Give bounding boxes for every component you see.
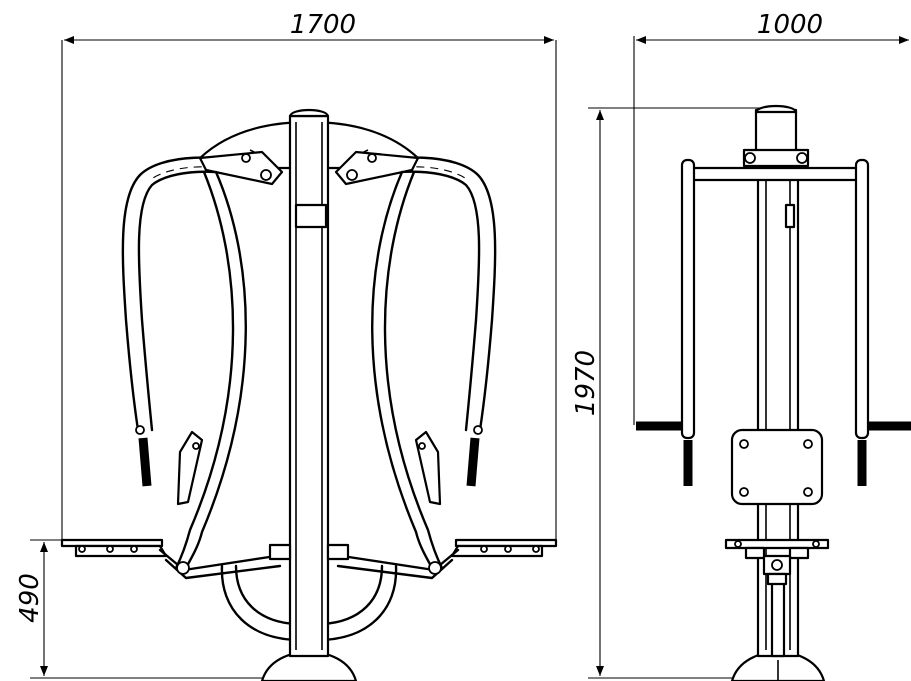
side-left-handle-bar: [680, 158, 696, 440]
right-lever-outer: [383, 170, 444, 570]
height-dimension-1970: 1970: [571, 107, 760, 679]
depth-dimension-1000: 1000: [633, 10, 909, 425]
depth-dimension-label: 1000: [757, 10, 823, 40]
side-right-handle-bar: [854, 158, 870, 440]
right-lever-inner: [371, 170, 434, 570]
post-label-plate: [294, 203, 328, 229]
side-pivot-block: [742, 148, 810, 168]
left-seat-pivot: [176, 561, 190, 575]
right-footrest-guide: [414, 430, 442, 506]
support-arc-right-inner: [320, 564, 384, 626]
width-dimension-1700: 1700: [61, 10, 557, 540]
side-seat-plate: [724, 538, 830, 550]
right-pivot-bolt: [367, 153, 377, 163]
left-pivot-bolt: [241, 153, 251, 163]
support-arc-left-inner: [234, 564, 298, 626]
post-cap: [288, 108, 330, 118]
left-lever-outer: [174, 170, 235, 570]
left-handlebar-outer: [121, 156, 277, 432]
left-footrest-guide: [176, 430, 204, 506]
left-handle-grip: [138, 437, 152, 487]
side-backrest-plate: [730, 428, 824, 506]
left-lever-inner: [184, 170, 247, 570]
support-arc-right-outer: [316, 564, 398, 642]
side-crossbar: [690, 166, 864, 182]
side-view: [636, 104, 911, 681]
right-handlebar-outer: [341, 156, 497, 432]
front-view: [60, 108, 558, 681]
support-arc-left-outer: [220, 564, 302, 642]
height-dimension-label: 1970: [571, 350, 601, 416]
right-seat-pivot: [428, 561, 442, 575]
seat-height-label: 490: [15, 573, 45, 623]
width-dimension-label: 1700: [290, 10, 356, 40]
left-handlebar-inner: [137, 170, 267, 432]
seat-height-dimension-490: 490: [15, 539, 265, 679]
right-handle-grip: [466, 437, 480, 487]
right-handlebar-inner: [351, 170, 481, 432]
